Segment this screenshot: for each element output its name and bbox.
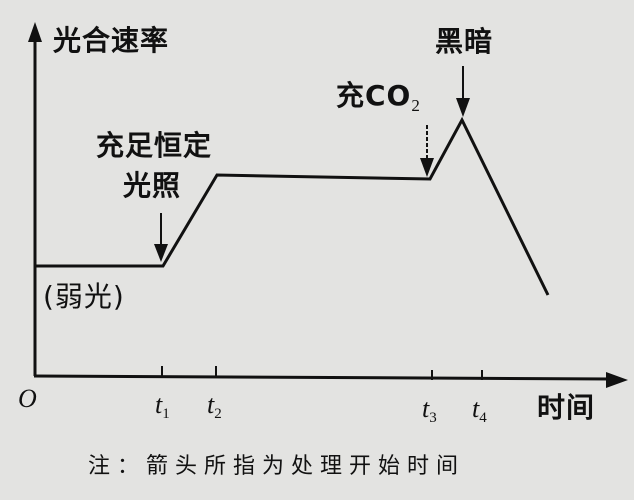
tick-label-t: t — [155, 390, 163, 419]
arrow-down-icon — [154, 244, 168, 262]
tick-label-t3: t3 — [422, 396, 437, 426]
annotation-co2-subscript: 2 — [411, 96, 420, 115]
tick-label-t: t — [422, 394, 430, 423]
photosynthesis-rate-curve — [35, 116, 550, 296]
footnote: 注：箭头所指为处理开始时间 — [88, 454, 466, 479]
tick-label-sub: 1 — [162, 406, 170, 422]
tick-label-sub: 2 — [214, 406, 222, 422]
x-axis-arrow-icon — [606, 372, 628, 388]
annotation-co2: 充CO2 — [336, 79, 420, 115]
annotation-sufficient-light-line2: 光照 — [123, 169, 182, 202]
arrow-down-icon — [420, 158, 434, 177]
y-axis-arrow-icon — [28, 22, 42, 42]
tick-label-t4: t4 — [472, 396, 487, 426]
tick-label-t: t — [207, 390, 215, 419]
origin-label: O — [18, 384, 37, 413]
annotation-co2-text: 充CO — [336, 79, 412, 112]
annotation-sufficient-light-line1: 充足恒定 — [96, 129, 213, 162]
annotation-weak-light: (弱光) — [43, 280, 125, 313]
x-axis — [33, 374, 613, 381]
tick-label-t1: t1 — [155, 392, 170, 422]
x-axis-label: 时间 — [537, 391, 596, 424]
tick-label-sub: 3 — [429, 410, 437, 426]
tick-label-t2: t2 — [207, 392, 222, 422]
tick-label-sub: 4 — [479, 410, 487, 426]
tick-label-t: t — [472, 394, 480, 423]
arrow-down-icon — [456, 98, 470, 117]
y-axis-label: 光合速率 — [53, 24, 170, 57]
annotation-dark: 黑暗 — [435, 25, 494, 58]
